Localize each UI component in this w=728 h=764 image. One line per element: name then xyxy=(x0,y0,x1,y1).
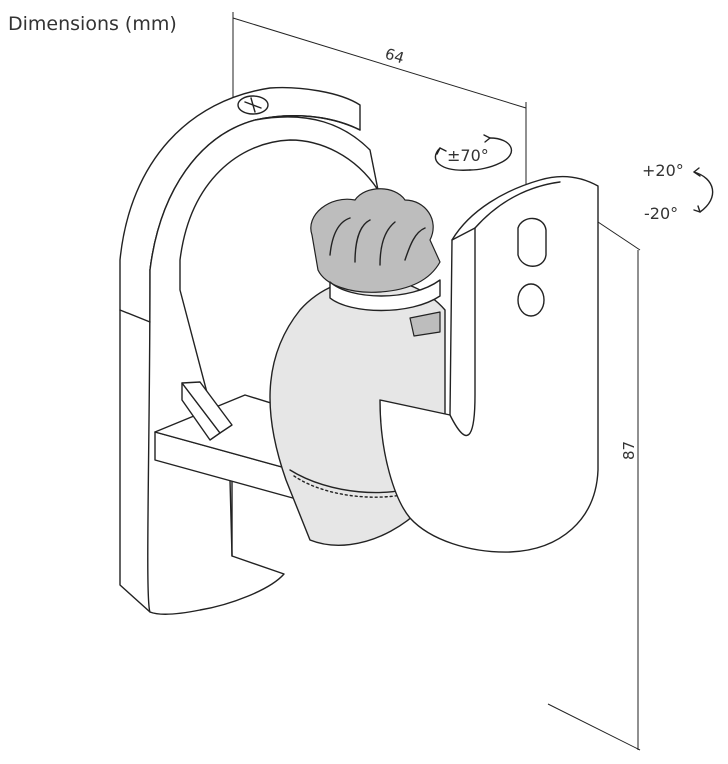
height-dimension: 87 xyxy=(547,221,641,751)
speaker-plate xyxy=(379,175,599,553)
width-value: 64 xyxy=(383,45,407,68)
width-dimension: 64 xyxy=(232,12,527,188)
rotation-70-label: ±70° xyxy=(447,146,489,165)
diagram-title: Dimensions (mm) xyxy=(8,13,177,35)
tilt-down-label: -20° xyxy=(644,204,678,223)
tilt-indicator: +20° -20° xyxy=(642,161,714,223)
height-value: 87 xyxy=(620,441,638,460)
tension-knob xyxy=(310,188,441,337)
rotation-70-indicator: ±70° xyxy=(434,134,513,171)
tilt-up-label: +20° xyxy=(642,161,684,180)
